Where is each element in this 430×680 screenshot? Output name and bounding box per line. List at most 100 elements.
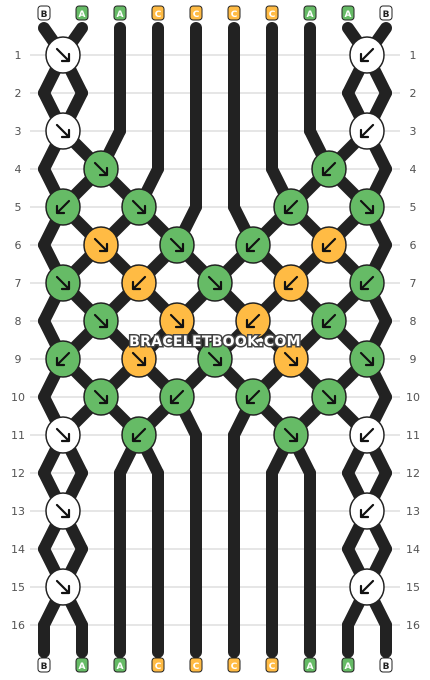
column-letter-top: A — [307, 10, 314, 20]
knot — [45, 340, 81, 378]
column-label-top — [379, 5, 393, 21]
column-letter-bottom: A — [307, 662, 314, 672]
forward-arrow-icon — [55, 47, 71, 63]
row-number-right: 15 — [406, 581, 420, 594]
column-letter-top: B — [41, 10, 48, 20]
knot — [349, 112, 385, 150]
knot — [45, 188, 81, 226]
column-letter-top: B — [383, 10, 390, 20]
forward-arrow-icon — [131, 351, 147, 367]
backward-arrow-icon — [245, 389, 261, 405]
column-label-top — [303, 5, 317, 21]
row-number-right: 7 — [410, 277, 417, 290]
row-number-right: 2 — [410, 87, 417, 100]
row-number-right: 1 — [410, 49, 417, 62]
column-label-bottom — [189, 657, 203, 673]
knot — [235, 302, 271, 340]
row-number-right: 5 — [410, 201, 417, 214]
forward-arrow-icon — [55, 427, 71, 443]
row-number-left: 14 — [11, 543, 25, 556]
knot — [311, 150, 347, 188]
row-number-right: 9 — [410, 353, 417, 366]
knot — [273, 340, 309, 378]
knot — [45, 112, 81, 150]
column-letter-top: A — [345, 10, 352, 20]
column-label-top — [227, 5, 241, 21]
backward-arrow-icon — [55, 351, 71, 367]
row-number-left: 16 — [11, 619, 25, 632]
knot — [45, 568, 81, 606]
backward-arrow-icon — [359, 123, 375, 139]
column-letter-top: A — [117, 10, 124, 20]
row-number-left: 11 — [11, 429, 25, 442]
column-letter-top: C — [155, 10, 162, 20]
backward-arrow-icon — [245, 237, 261, 253]
row-number-left: 10 — [11, 391, 25, 404]
knot — [121, 340, 157, 378]
row-number-right: 6 — [410, 239, 417, 252]
row-number-right: 12 — [406, 467, 420, 480]
knot — [311, 302, 347, 340]
row-number-left: 8 — [15, 315, 22, 328]
row-number-right: 11 — [406, 429, 420, 442]
row-number-left: 13 — [11, 505, 25, 518]
column-label-bottom — [75, 657, 89, 673]
knot — [235, 226, 271, 264]
row-number-left: 15 — [11, 581, 25, 594]
backward-arrow-icon — [283, 275, 299, 291]
column-label-top — [265, 5, 279, 21]
row-number-right: 8 — [410, 315, 417, 328]
knot — [235, 378, 271, 416]
column-label-top — [189, 5, 203, 21]
column-letter-top: C — [193, 10, 200, 20]
row-number-right: 4 — [410, 163, 417, 176]
column-letter-bottom: C — [193, 662, 200, 672]
column-letter-bottom: C — [155, 662, 162, 672]
knot — [349, 264, 385, 302]
backward-arrow-icon — [321, 237, 337, 253]
knot — [45, 264, 81, 302]
knot — [83, 150, 119, 188]
row-number-right: 10 — [406, 391, 420, 404]
knot — [273, 416, 309, 454]
forward-arrow-icon — [93, 161, 109, 177]
watermark-text: BRACELETBOOK.COM — [129, 334, 301, 350]
row-number-left: 7 — [15, 277, 22, 290]
knot — [83, 302, 119, 340]
column-label-top — [341, 5, 355, 21]
knot — [45, 36, 81, 74]
forward-arrow-icon — [55, 503, 71, 519]
column-letter-bottom: C — [231, 662, 238, 672]
column-letter-bottom: A — [345, 662, 352, 672]
row-number-right: 13 — [406, 505, 420, 518]
knot — [159, 226, 195, 264]
column-letter-bottom: A — [79, 662, 86, 672]
knot — [197, 340, 233, 378]
column-label-bottom — [303, 657, 317, 673]
column-label-bottom — [227, 657, 241, 673]
column-label-bottom — [37, 657, 51, 673]
backward-arrow-icon — [245, 313, 261, 329]
backward-arrow-icon — [169, 389, 185, 405]
forward-arrow-icon — [55, 275, 71, 291]
row-number-left: 2 — [15, 87, 22, 100]
backward-arrow-icon — [359, 503, 375, 519]
forward-arrow-icon — [359, 351, 375, 367]
column-letter-top: C — [231, 10, 238, 20]
forward-arrow-icon — [169, 313, 185, 329]
knot — [349, 568, 385, 606]
backward-arrow-icon — [283, 199, 299, 215]
column-letter-top: A — [79, 10, 86, 20]
row-number-left: 5 — [15, 201, 22, 214]
forward-arrow-icon — [283, 427, 299, 443]
backward-arrow-icon — [321, 161, 337, 177]
row-number-right: 3 — [410, 125, 417, 138]
backward-arrow-icon — [359, 579, 375, 595]
column-letter-bottom: B — [383, 662, 390, 672]
knot — [197, 264, 233, 302]
row-number-left: 9 — [15, 353, 22, 366]
column-label-top — [75, 5, 89, 21]
forward-arrow-icon — [55, 123, 71, 139]
forward-arrow-icon — [131, 199, 147, 215]
